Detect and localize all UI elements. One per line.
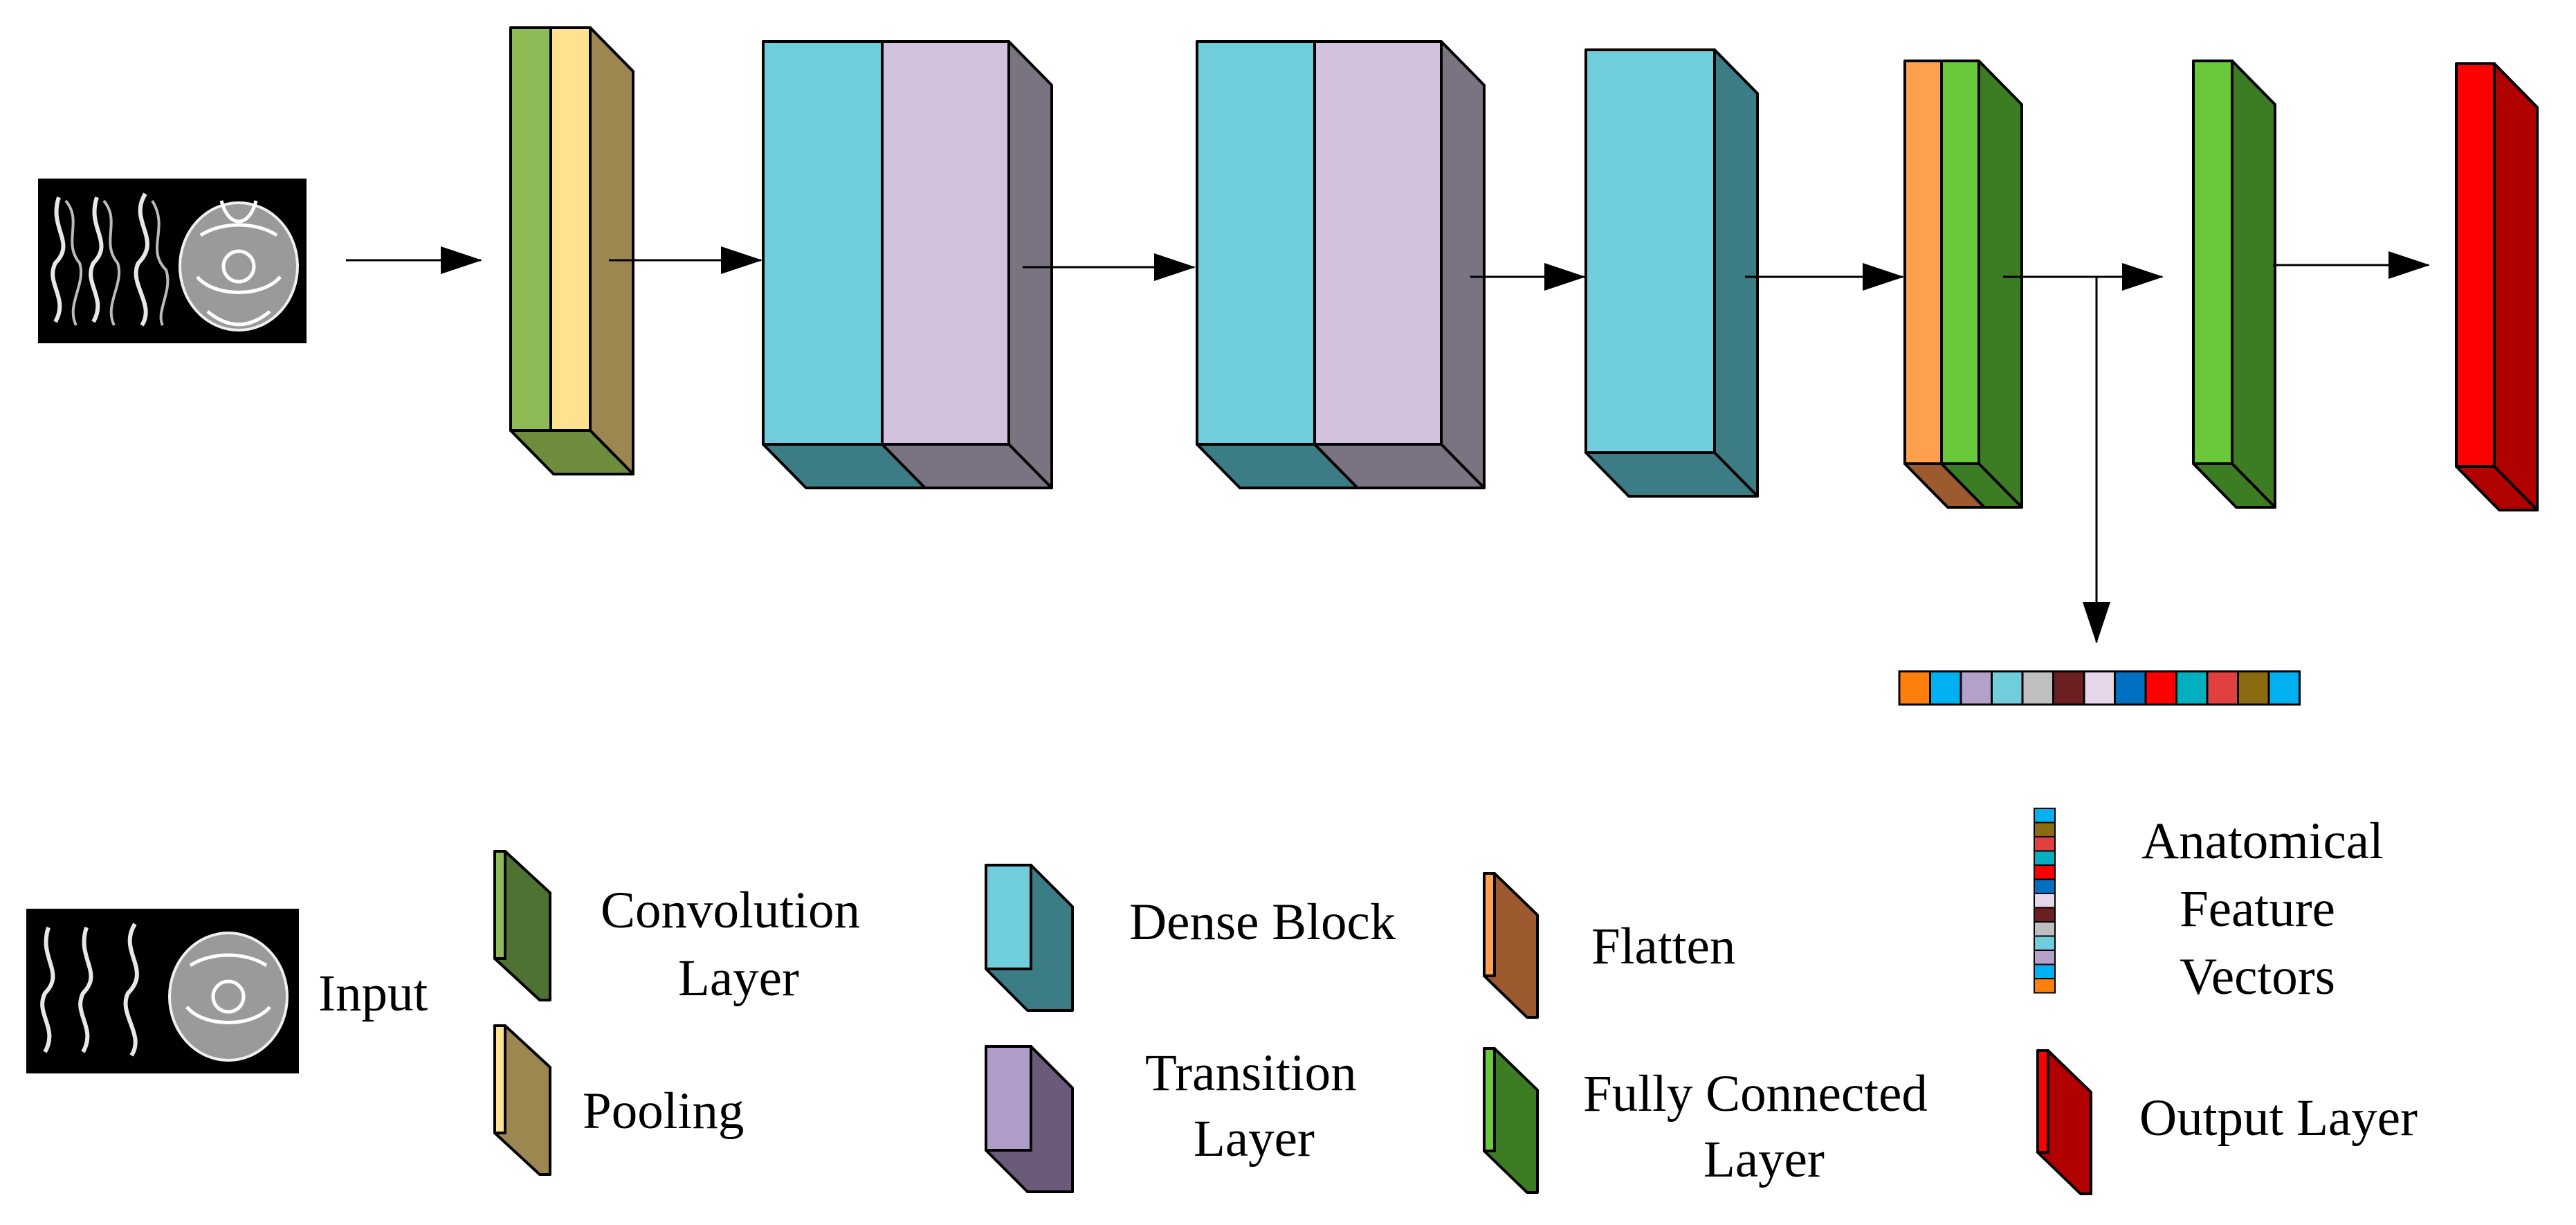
dense-block-3 [1584, 48, 1759, 498]
conv-pooling-block [509, 26, 634, 475]
legend-label-afv-3: Vectors [2180, 948, 2335, 1006]
feature-vector-cell [2175, 670, 2209, 706]
legend-label-afv-2: Feature [2180, 880, 2335, 938]
legend-label-flatten: Flatten [1591, 918, 1735, 975]
feature-vector-cell [2206, 670, 2239, 706]
legend-label-fc-1: Fully Connected [1583, 1065, 1928, 1123]
legend-feature-vector-cell [2034, 864, 2056, 880]
feature-vector-cell [1898, 670, 1931, 706]
feature-vector-cell [2114, 670, 2147, 706]
legend-feature-vector-cell [2034, 822, 2056, 837]
legend-label-conv-2: Layer [678, 950, 799, 1007]
legend-fc-icon [1483, 1047, 1539, 1194]
feature-vector-cell [1929, 670, 1962, 706]
legend-flatten-icon [1483, 872, 1539, 1019]
legend-output-icon [2036, 1049, 2092, 1195]
anatomical-feature-vector [1898, 670, 2301, 706]
legend-label-transition-2: Layer [1194, 1110, 1315, 1168]
feature-vector-cell [2052, 670, 2085, 706]
legend-label-output: Output Layer [2139, 1089, 2418, 1147]
fc-block-2 [2192, 60, 2276, 509]
legend-dense-icon [985, 864, 1074, 1012]
legend-pooling-icon [493, 1024, 551, 1176]
legend-label-input: Input [318, 965, 428, 1022]
flatten-fc-block [1903, 60, 2023, 509]
feature-vector-cell [1960, 670, 1993, 706]
input-image [38, 179, 307, 343]
legend-feature-vector-cell [2034, 921, 2056, 937]
legend-label-transition-1: Transition [1145, 1044, 1357, 1102]
output-block [2455, 62, 2539, 511]
legend-feature-vector-cell [2034, 850, 2056, 866]
legend-label-fc-2: Layer [1703, 1131, 1825, 1188]
dense-transition-block-2 [1196, 40, 1486, 489]
legend-feature-vector-cell [2034, 808, 2056, 824]
legend-feature-vector-icon [2034, 808, 2056, 994]
feature-vector-cell [2083, 670, 2116, 706]
feature-vector-cell [2021, 670, 2054, 706]
legend-label-dense-block: Dense Block [1129, 893, 1396, 951]
legend-feature-vector-cell [2034, 935, 2056, 951]
feature-vector-cell [1991, 670, 2024, 706]
legend-feature-vector-cell [2034, 878, 2056, 894]
legend-input-image [26, 909, 299, 1073]
legend-transition-icon [985, 1045, 1074, 1193]
dense-transition-block-1 [762, 40, 1053, 489]
legend-feature-vector-cell [2034, 907, 2056, 923]
legend-label-conv-1: Convolution [601, 882, 860, 939]
legend-label-afv-1: Anatomical [2141, 813, 2384, 870]
legend-feature-vector-cell [2034, 893, 2056, 909]
legend-feature-vector-cell [2034, 963, 2056, 979]
feature-vector-cell [2267, 670, 2301, 706]
feature-vector-cell [2237, 670, 2270, 706]
legend-feature-vector-cell [2034, 836, 2056, 852]
legend-feature-vector-cell [2034, 950, 2056, 965]
feature-vector-cell [2144, 670, 2177, 706]
legend-label-pooling: Pooling [583, 1082, 744, 1140]
legend-feature-vector-cell [2034, 978, 2056, 994]
legend-conv-icon [493, 850, 551, 1001]
